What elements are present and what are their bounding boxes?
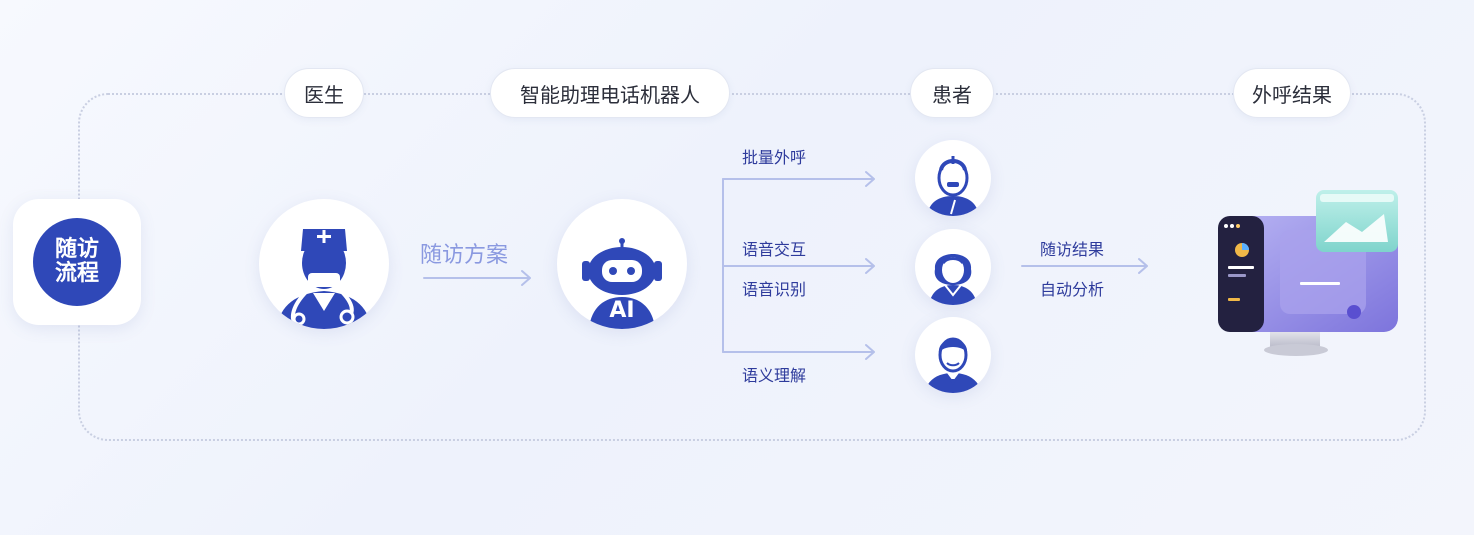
label-batch-call: 批量外呼 [742,148,807,167]
label-speech-recognition: 语音识别 [742,280,807,299]
patient-elder-circle [915,140,991,216]
arrow-result [1021,258,1148,274]
header-patient: 患者 [910,68,994,118]
label-plan: 随访方案 [420,243,509,268]
start-card: 随访流程 [13,199,141,325]
arrow-batch [722,171,875,187]
doctor-circle [259,199,389,329]
elderly-patient-icon [927,156,979,216]
header-doctor: 医生 [284,68,364,118]
robot-circle: AI [557,199,687,329]
start-label: 随访流程 [54,237,99,286]
arrow-semantic [722,344,875,360]
arrow-voice [722,258,875,274]
arrow-plan [423,270,531,286]
patient-female-circle [915,229,991,305]
male-patient-icon [925,337,981,393]
label-followup-result: 随访结果 [1040,240,1105,259]
start-badge: 随访流程 [33,218,121,306]
robot-icon [582,238,662,329]
header-robot: 智能助理电话机器人 [490,68,730,118]
label-auto-analysis: 自动分析 [1040,280,1105,299]
label-semantic-understanding: 语义理解 [742,366,807,385]
patient-male-circle [915,317,991,393]
monitor-chart-icon [1218,190,1398,356]
doctor-icon [277,229,371,329]
header-result: 外呼结果 [1233,68,1351,118]
label-voice-interaction: 语音交互 [742,240,807,259]
robot-chest-text: AI [609,298,635,323]
female-patient-icon [929,254,977,305]
